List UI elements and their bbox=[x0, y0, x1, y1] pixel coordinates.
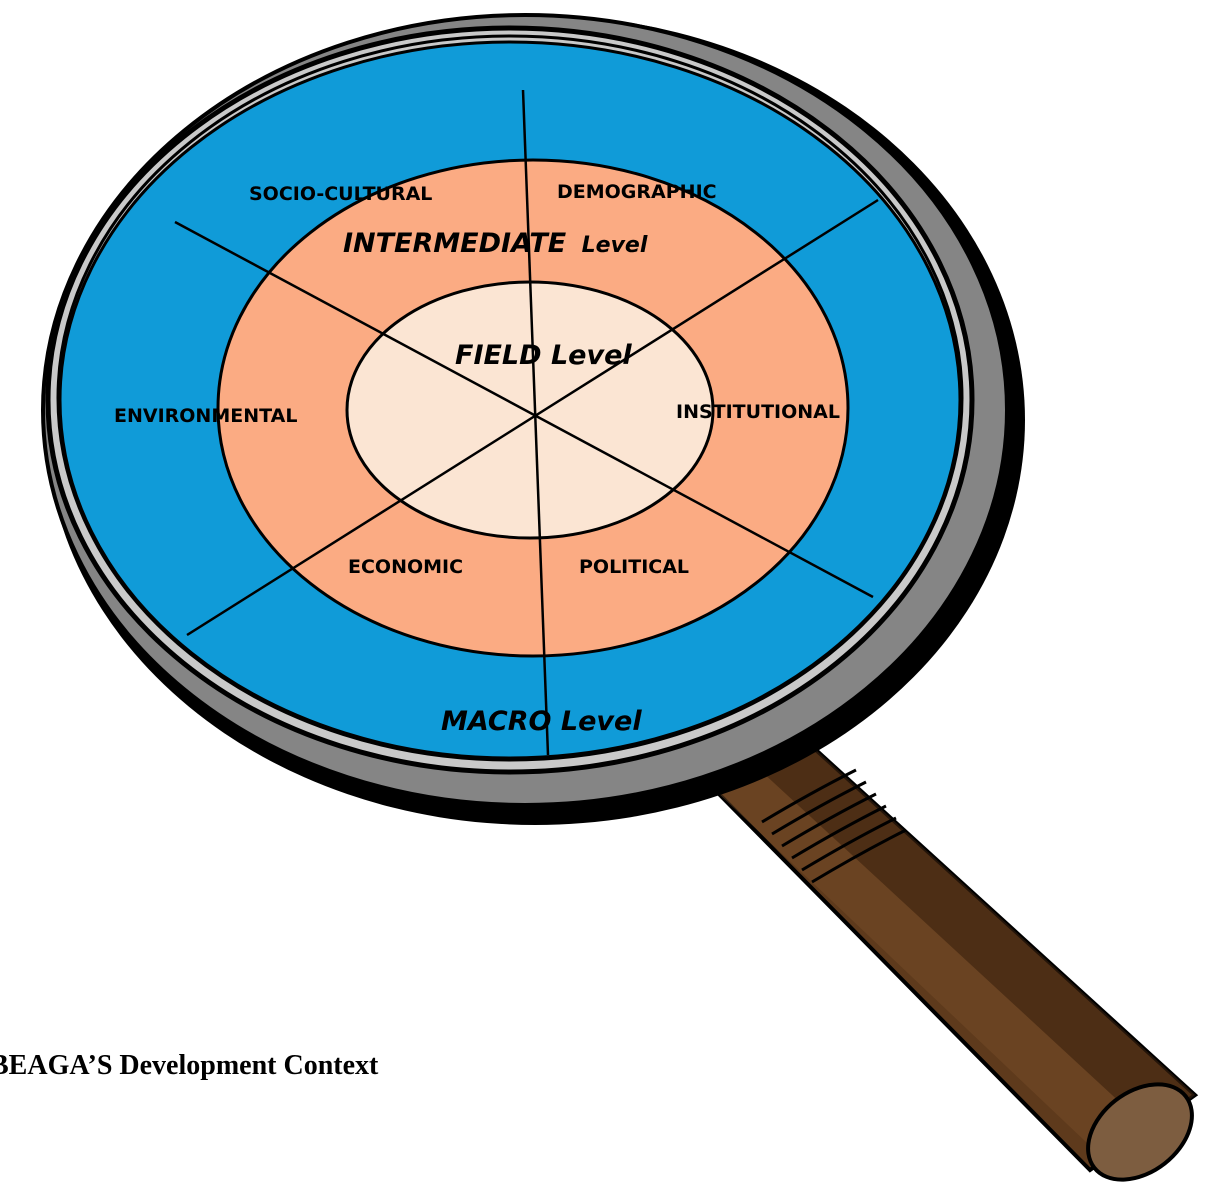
institutional-label: INSTITUTIONAL bbox=[676, 401, 840, 423]
intermediate-level-word: INTERMEDIATE bbox=[343, 228, 567, 259]
context-rings bbox=[58, 40, 962, 760]
environmental-label: ENVIRONMENTAL bbox=[114, 405, 297, 427]
dimension-labels: SOCIO-CULTURAL DEMOGRAPHIC ENVIRONMENTAL… bbox=[114, 181, 840, 578]
political-label: POLITICAL bbox=[579, 556, 689, 578]
handle-grip-rings bbox=[761, 768, 907, 884]
figure-caption: BEAGA’S Development Context bbox=[0, 1050, 379, 1081]
macro-level-label: MACRO Level bbox=[441, 706, 642, 737]
magnifier-handle bbox=[711, 737, 1199, 1182]
sector-dividers bbox=[174, 89, 879, 756]
level-labels: INTERMEDIATE Level FIELD Level MACRO Lev… bbox=[343, 228, 648, 737]
intermediate-level-suffix: Level bbox=[582, 233, 648, 258]
handle-end-cap bbox=[1086, 1082, 1194, 1182]
field-level-label: FIELD Level bbox=[455, 340, 632, 371]
economic-label: ECONOMIC bbox=[348, 556, 463, 578]
demographic-label: DEMOGRAPHIC bbox=[557, 181, 717, 203]
intermediate-level-label: INTERMEDIATE Level bbox=[343, 228, 648, 259]
socio-cultural-label: SOCIO-CULTURAL bbox=[249, 183, 432, 205]
